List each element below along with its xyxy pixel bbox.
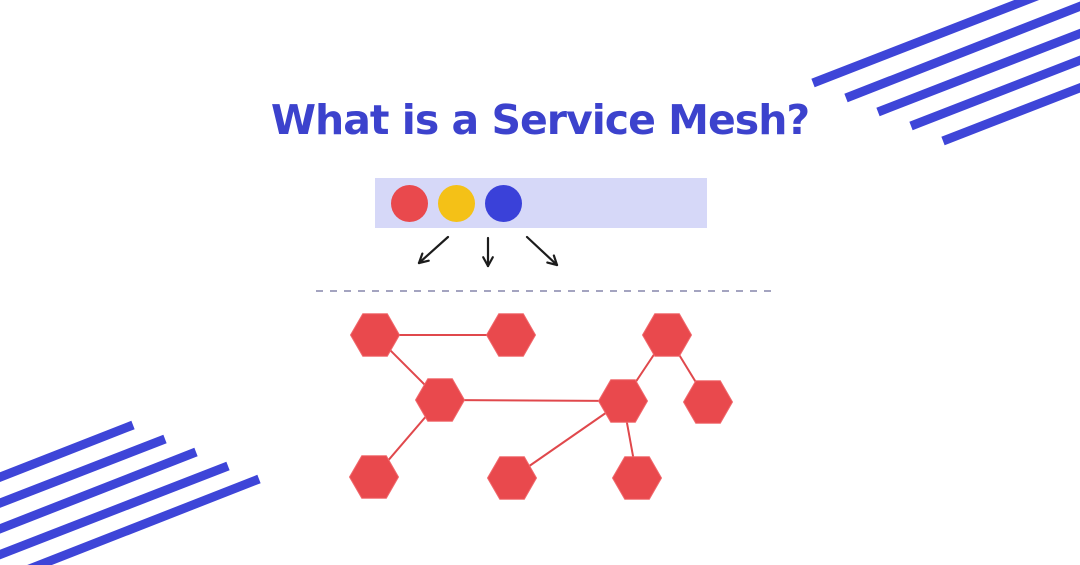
down-arrow — [546, 261, 559, 267]
page-title: What is a Service Mesh? — [270, 96, 810, 144]
mesh-edge-n5-n8 — [511, 400, 624, 479]
decor-stripe-bottom-left — [0, 420, 135, 482]
decor-stripe-bottom-left — [0, 434, 167, 508]
browser-window-bar — [375, 178, 707, 228]
browser-yellow-dot — [438, 184, 475, 222]
down-arrow — [417, 235, 450, 265]
down-arrow — [525, 235, 559, 267]
decor-stripe-bottom-left — [0, 447, 198, 534]
decor-stripe-bottom-left — [27, 474, 261, 565]
down-arrow — [417, 259, 430, 265]
browser-blue-dot — [485, 184, 522, 222]
service-hexagon-n6 — [682, 380, 734, 424]
service-hexagon-n3 — [641, 313, 693, 357]
decor-stripe-top-right — [876, 28, 1080, 117]
service-hexagon-n8 — [486, 456, 538, 500]
service-hexagon-n7 — [348, 455, 400, 499]
down-arrow — [482, 256, 490, 268]
down-arrow — [486, 256, 494, 268]
down-arrow — [552, 254, 559, 267]
decor-stripe-top-right — [941, 82, 1080, 146]
service-hexagon-n4 — [414, 378, 466, 422]
browser-red-dot — [391, 184, 428, 222]
mesh-edge-n4-n5 — [439, 399, 624, 402]
decor-stripe-top-right — [811, 0, 1040, 88]
service-hexagon-n2 — [485, 313, 537, 357]
service-hexagon-n5 — [597, 379, 649, 423]
service-hexagon-n9 — [611, 456, 663, 500]
down-arrow — [417, 252, 424, 265]
service-hexagon-n1 — [349, 313, 401, 357]
decor-stripe-top-right — [909, 55, 1080, 131]
decor-stripe-bottom-left — [0, 461, 230, 560]
decor-stripe-top-right — [844, 1, 1080, 103]
